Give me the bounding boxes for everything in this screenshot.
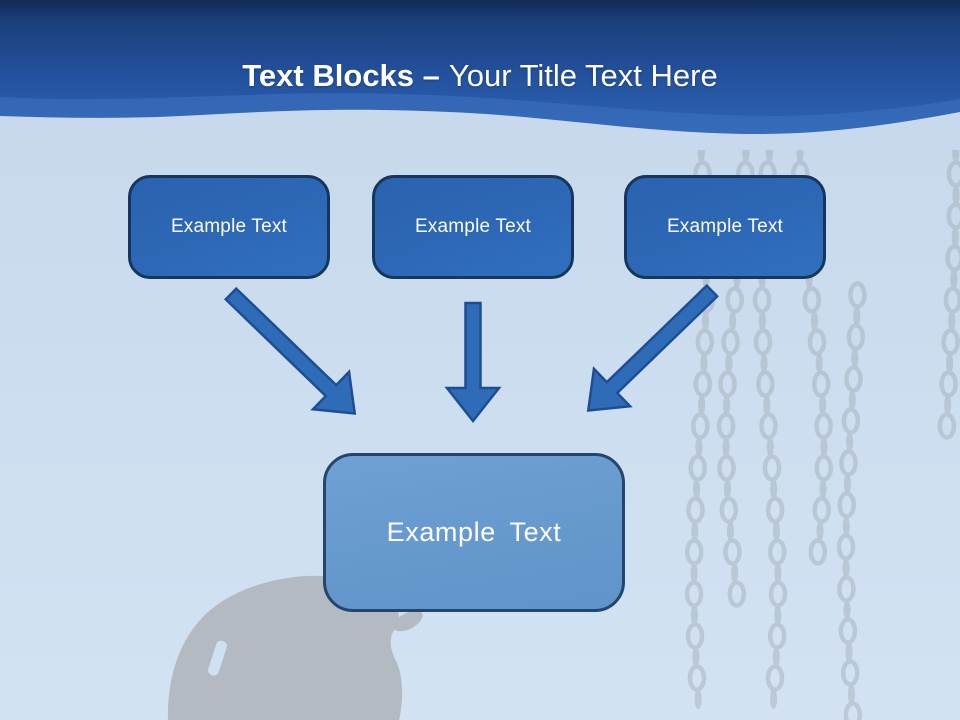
center-text-block[interactable]: Example Text <box>323 453 625 612</box>
text-block-2-label: Example Text <box>414 216 532 237</box>
text-block-3[interactable]: Example Text <box>624 175 826 279</box>
text-block-2[interactable]: Example Text <box>372 175 574 279</box>
text-block-1[interactable]: Example Text <box>128 175 330 279</box>
person-silhouette-icon <box>167 575 423 720</box>
text-block-3-label: Example Text <box>666 216 784 237</box>
slide-title-bold: Text Blocks – <box>242 58 440 93</box>
text-block-1-label: Example Text <box>170 216 288 237</box>
center-text-block-label: Example Text <box>386 517 562 547</box>
slide-title-regular: Your Title Text Here <box>448 58 718 93</box>
header-wave-edge <box>0 93 960 150</box>
slide-title[interactable]: Text Blocks –Your Title Text Here <box>0 54 960 98</box>
